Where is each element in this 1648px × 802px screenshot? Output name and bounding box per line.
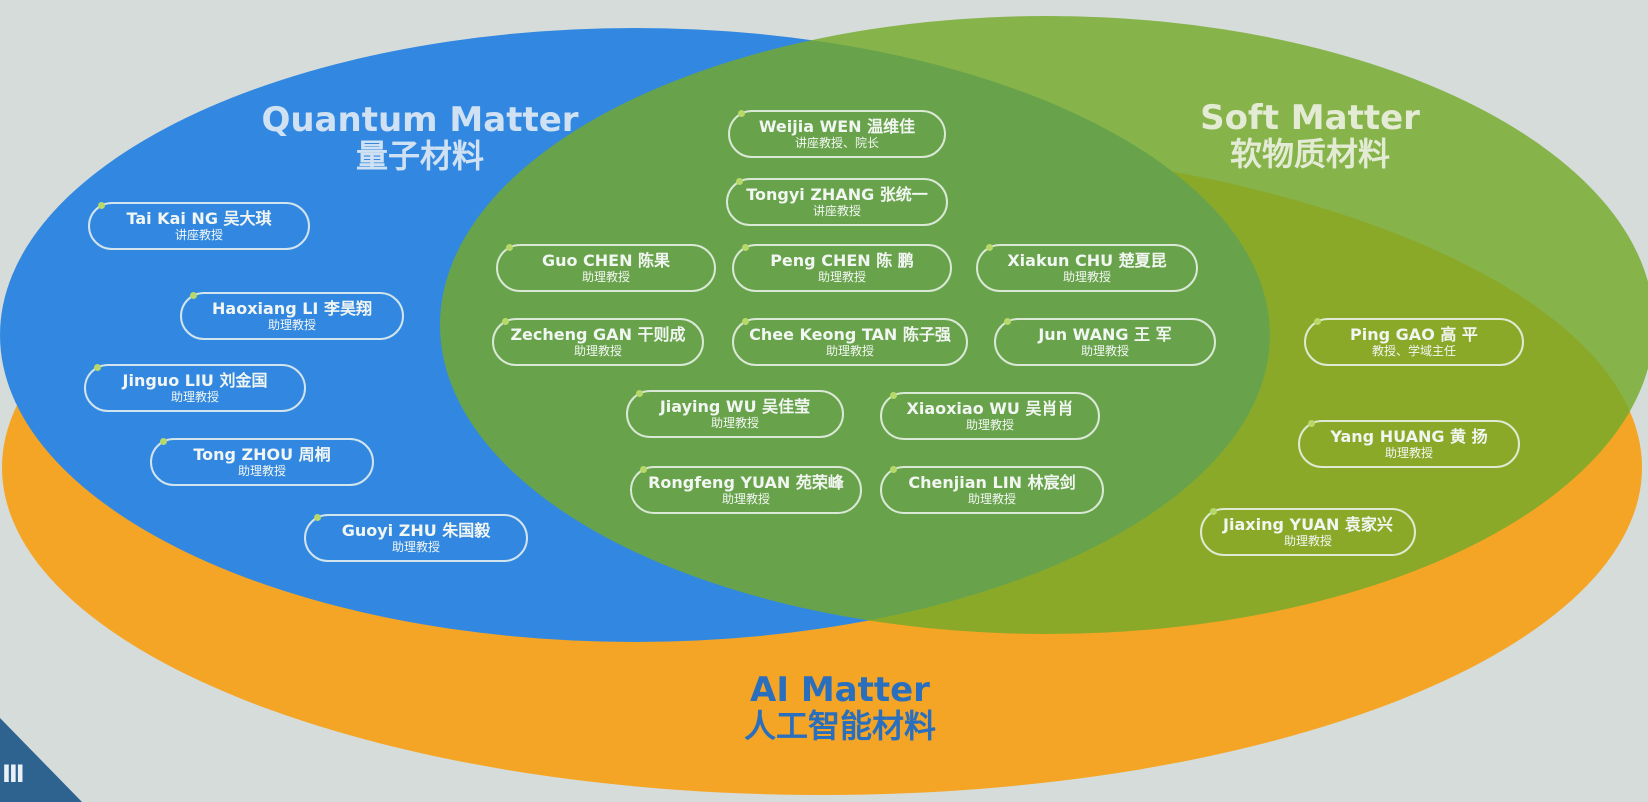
ai-matter-title-zh: 人工智能材料 xyxy=(743,707,936,746)
person-badge: Peng CHEN 陈 鹏 助理教授 xyxy=(732,244,952,292)
person-role: 讲座教授 xyxy=(812,204,861,218)
person-badge: Ping GAO 高 平 教授、学域主任 xyxy=(1304,318,1524,366)
logo-corner-banner xyxy=(0,718,82,802)
dot-icon xyxy=(636,390,643,397)
dot-icon xyxy=(190,292,197,299)
person-name: Haoxiang LI 李昊翔 xyxy=(212,299,372,318)
university-logo-icon: Ⅲ xyxy=(2,760,25,788)
person-role: 助理教授 xyxy=(967,492,1016,506)
dot-icon xyxy=(1314,318,1321,325)
person-role: 助理教授 xyxy=(573,344,622,358)
person-role: 助理教授 xyxy=(710,416,759,430)
person-badge: Jiaying WU 吴佳莹 助理教授 xyxy=(626,390,844,438)
person-role: 助理教授 xyxy=(581,270,630,284)
person-role: 助理教授 xyxy=(237,464,286,478)
person-name: Xiaoxiao WU 吴肖肖 xyxy=(906,399,1074,418)
person-role: 助理教授 xyxy=(721,492,770,506)
dot-icon xyxy=(890,392,897,399)
dot-icon xyxy=(1210,508,1217,515)
person-role: 讲座教授、院长 xyxy=(794,136,879,150)
person-badge: Jiaxing YUAN 袁家兴 助理教授 xyxy=(1200,508,1416,556)
soft-matter-ellipse xyxy=(440,16,1648,634)
person-role: 助理教授 xyxy=(1384,446,1433,460)
person-name: Ping GAO 高 平 xyxy=(1350,325,1478,344)
dot-icon xyxy=(738,110,745,117)
person-badge: Xiakun CHU 楚夏昆 助理教授 xyxy=(976,244,1198,292)
person-name: Guo CHEN 陈果 xyxy=(541,251,671,270)
person-role: 助理教授 xyxy=(170,390,219,404)
person-name: Rongfeng YUAN 苑荣峰 xyxy=(648,473,844,492)
dot-icon xyxy=(502,318,509,325)
person-badge: Yang HUANG 黄 扬 助理教授 xyxy=(1298,420,1520,468)
person-badge: Xiaoxiao WU 吴肖肖 助理教授 xyxy=(880,392,1100,440)
quantum-matter-title-en: Quantum Matter xyxy=(261,100,579,140)
dot-icon xyxy=(640,466,647,473)
person-badge: Tai Kai NG 吴大琪 讲座教授 xyxy=(88,202,310,250)
person-badge: Guo CHEN 陈果 助理教授 xyxy=(496,244,716,292)
person-role: 助理教授 xyxy=(267,318,316,332)
person-name: Yang HUANG 黄 扬 xyxy=(1330,427,1488,446)
dot-icon xyxy=(98,202,105,209)
person-badge: Weijia WEN 温维佳 讲座教授、院长 xyxy=(728,110,946,158)
person-role: 助理教授 xyxy=(1080,344,1129,358)
quantum-matter-title: Quantum Matter 量子材料 xyxy=(230,100,610,176)
person-badge: Jun WANG 王 军 助理教授 xyxy=(994,318,1216,366)
soft-matter-title-zh: 软物质材料 xyxy=(1229,135,1390,174)
person-role: 教授、学域主任 xyxy=(1371,344,1456,358)
person-name: Xiakun CHU 楚夏昆 xyxy=(1007,251,1167,270)
soft-matter-title: Soft Matter 软物质材料 xyxy=(1130,98,1490,174)
person-name: Tong ZHOU 周桐 xyxy=(193,445,331,464)
person-badge: Zecheng GAN 干则成 助理教授 xyxy=(492,318,704,366)
person-role: 助理教授 xyxy=(965,418,1014,432)
person-name: Zecheng GAN 干则成 xyxy=(510,325,686,344)
person-role: 助理教授 xyxy=(1062,270,1111,284)
person-badge: Jinguo LIU 刘金国 助理教授 xyxy=(84,364,306,412)
person-name: Jinguo LIU 刘金国 xyxy=(122,371,268,390)
person-badge: Chee Keong TAN 陈子强 助理教授 xyxy=(732,318,968,366)
dot-icon xyxy=(736,178,743,185)
quantum-matter-title-zh: 量子材料 xyxy=(355,137,484,176)
person-name: Guoyi ZHU 朱国毅 xyxy=(341,521,491,540)
dot-icon xyxy=(742,244,749,251)
person-badge: Tong ZHOU 周桐 助理教授 xyxy=(150,438,374,486)
person-name: Tongyi ZHANG 张统一 xyxy=(746,185,928,204)
dot-icon xyxy=(94,364,101,371)
person-name: Jun WANG 王 军 xyxy=(1038,325,1172,344)
ai-matter-title: AI Matter 人工智能材料 xyxy=(640,670,1040,746)
dot-icon xyxy=(986,244,993,251)
person-role: 助理教授 xyxy=(825,344,874,358)
person-badge: Haoxiang LI 李昊翔 助理教授 xyxy=(180,292,404,340)
person-name: Peng CHEN 陈 鹏 xyxy=(770,251,914,270)
person-badge: Chenjian LIN 林宸剑 助理教授 xyxy=(880,466,1104,514)
person-name: Jiaying WU 吴佳莹 xyxy=(659,397,811,416)
dot-icon xyxy=(890,466,897,473)
person-badge: Tongyi ZHANG 张统一 讲座教授 xyxy=(726,178,948,226)
dot-icon xyxy=(160,438,167,445)
person-name: Chenjian LIN 林宸剑 xyxy=(908,473,1076,492)
person-role: 助理教授 xyxy=(817,270,866,284)
dot-icon xyxy=(742,318,749,325)
person-name: Tai Kai NG 吴大琪 xyxy=(126,209,272,228)
person-name: Jiaxing YUAN 袁家兴 xyxy=(1223,515,1393,534)
soft-matter-title-en: Soft Matter xyxy=(1200,98,1420,138)
person-role: 助理教授 xyxy=(1283,534,1332,548)
dot-icon xyxy=(506,244,513,251)
person-role: 讲座教授 xyxy=(174,228,223,242)
person-name: Chee Keong TAN 陈子强 xyxy=(749,325,951,344)
person-name: Weijia WEN 温维佳 xyxy=(758,117,916,136)
person-badge: Rongfeng YUAN 苑荣峰 助理教授 xyxy=(630,466,862,514)
dot-icon xyxy=(1308,420,1315,427)
ai-matter-title-en: AI Matter xyxy=(750,670,930,710)
person-badge: Guoyi ZHU 朱国毅 助理教授 xyxy=(304,514,528,562)
dot-icon xyxy=(314,514,321,521)
person-role: 助理教授 xyxy=(391,540,440,554)
dot-icon xyxy=(1004,318,1011,325)
